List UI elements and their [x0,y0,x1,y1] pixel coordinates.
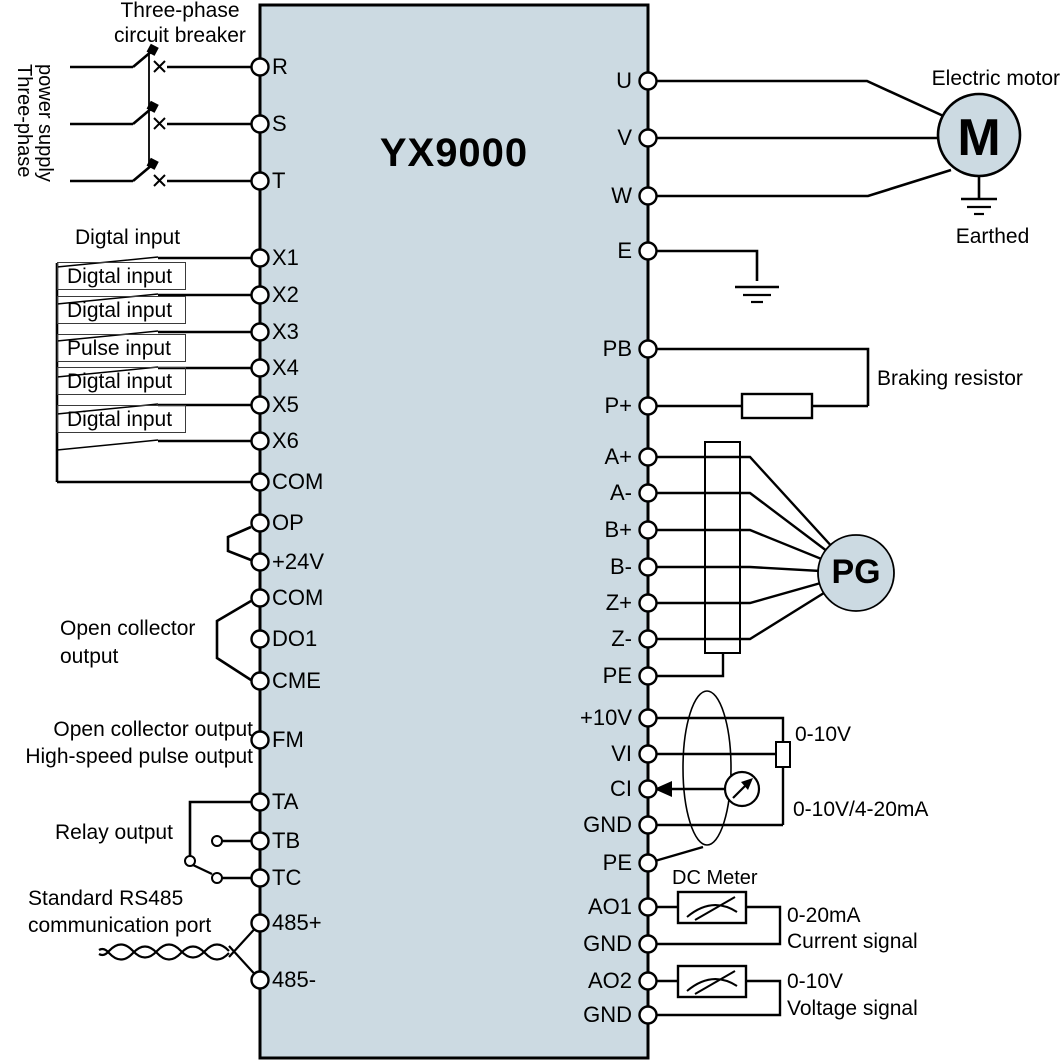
input-label-x3: Digtal input [57,296,186,324]
arrow-into-ci-icon [654,781,672,797]
terminal-label-r: R [272,54,288,79]
terminal-label-gnd1: GND [583,812,632,837]
terminal-label-do1: DO1 [272,626,318,651]
terminal-label-ap: A+ [604,444,632,469]
terminal-label-com2: COM [272,585,324,610]
input-label-x4: Pulse input [57,334,186,362]
terminal-label-ci: CI [610,776,632,801]
relay-output-label: Relay output [55,821,173,844]
terminal-label-op: OP [272,510,304,535]
terminal-label-vi: VI [611,741,632,766]
motor-icon [936,92,1022,178]
braking-resistor-label: Braking resistor [877,367,1023,390]
analog-input-wiring [647,690,791,865]
earthed-label: Earthed [955,225,1030,248]
ao2-signal-label: 0-10V Voltage signal [787,970,918,1020]
breaker-label: Three-phase circuit breaker [114,0,246,47]
terminal-label-bm: B- [610,554,632,579]
inverter-block [258,3,650,1060]
terminal-label-x6: X6 [272,428,299,453]
dc-meter-1-icon [648,890,782,946]
terminal-label-24v: +24V [272,549,324,574]
input-label-x6: Digtal input [57,405,186,433]
terminal-label-u: U [616,68,632,93]
terminal-label-cme: CME [272,668,321,693]
op-24v-jumper [226,525,252,562]
terminal-label-x2: X2 [272,282,299,307]
terminal-label-gnd2: GND [583,931,632,956]
ci-range-label: 0-10V/4-20mA [793,798,929,821]
terminal-label-485m: 485- [272,967,317,992]
motor-m-symbol: M [957,109,1001,167]
terminal-label-pe1: PE [602,663,632,688]
terminal-label-e: E [617,238,632,263]
dc-meter-2-icon [648,964,782,1017]
motor-wires [648,79,952,198]
pg-encoder-icon [817,534,895,612]
terminal-nodes-left [250,57,270,990]
input-label-x5: Digtal input [57,367,186,395]
terminal-label-x4: X4 [272,355,299,380]
open-collector-bracket [215,599,252,682]
power-supply-label: Three-phase power supply [13,64,56,182]
relay-switch-icon [184,800,260,884]
block-title: YX9000 [379,131,529,175]
input-label-x2: Digtal input [57,262,186,290]
terminal-label-pb: PB [602,336,632,361]
fm-label: Open collector output High-speed pulse o… [25,718,253,768]
terminal-label-x5: X5 [272,392,299,417]
terminal-label-w: W [611,183,632,208]
terminal-label-485p: 485+ [272,910,322,935]
pot-range-label: 0-10V [795,723,852,746]
terminal-label-t: T [272,168,286,193]
terminal-label-tb: TB [272,828,301,853]
earth-icon-e [648,249,779,304]
electric-motor-label: Electric motor [931,67,1060,90]
terminal-label-ta: TA [272,789,299,814]
terminal-label-s: S [272,111,287,136]
terminal-label-am: A- [610,480,632,505]
terminal-label-zm: Z- [611,626,632,651]
shield-ellipse-icon [682,690,732,846]
terminal-label-tc: TC [272,865,302,890]
terminal-label-x3: X3 [272,319,299,344]
pg-symbol: PG [831,553,881,591]
ao1-signal-label: 0-20mA Current signal [787,904,918,953]
terminal-label-zp: Z+ [605,590,632,615]
earth-icon-motor [961,176,997,216]
terminal-label-ao1: AO1 [587,894,632,919]
terminal-label-com1: COM [272,469,324,494]
terminal-label-bp: B+ [604,517,632,542]
terminal-label-10v: +10V [580,705,632,730]
potentiometer-icon [775,741,791,768]
terminal-label-gnd3: GND [583,1002,632,1027]
terminal-label-ao2: AO2 [587,968,632,993]
input-label-x1: Digtal input [75,226,181,249]
terminal-label-v: V [617,125,632,150]
terminal-nodes-right [638,71,658,1025]
terminal-label-fm: FM [272,727,304,752]
open-collector-label: Open collector output [60,617,196,668]
terminal-label-pe2: PE [602,850,632,875]
circuit-breaker-icon [70,43,260,187]
terminal-label-x1: X1 [272,245,299,270]
dc-meter-label: DC Meter [672,867,758,889]
braking-resistor-icon [648,347,870,420]
terminal-label-pp: P+ [604,393,632,418]
rs485-label: Standard RS485 communication port [28,887,212,937]
